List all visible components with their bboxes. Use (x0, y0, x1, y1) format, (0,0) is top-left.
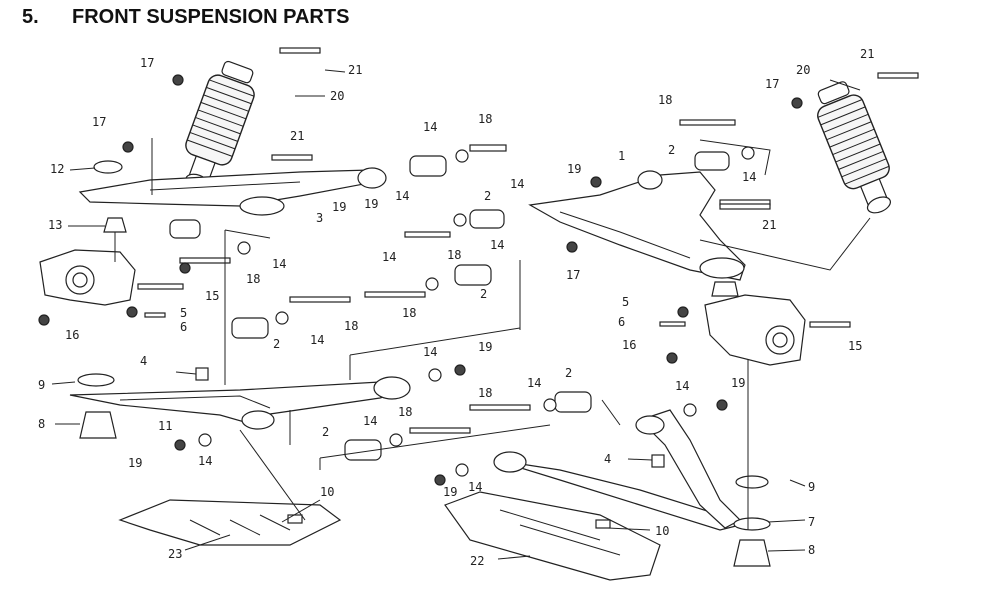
guide-lines (151, 138, 871, 530)
callout-label: 18 (344, 319, 358, 333)
callout-label: 15 (205, 289, 219, 303)
callout-label: 19 (364, 197, 378, 211)
callout-label: 20 (796, 63, 810, 77)
callout-label: 19 (567, 162, 581, 176)
callout-label: 14 (198, 454, 212, 468)
callout-label: 9 (808, 480, 815, 494)
callout-label: 14 (363, 414, 377, 428)
callout-label: 20 (330, 89, 344, 103)
callout-label: 16 (65, 328, 79, 342)
callout-label: 10 (655, 524, 669, 538)
callout-label: 14 (742, 170, 756, 184)
section-title: FRONT SUSPENSION PARTS (72, 6, 350, 28)
callout-label: 18 (246, 272, 260, 286)
callout-label: 19 (128, 456, 142, 470)
left-steering-knuckle (39, 217, 136, 306)
callout-label: 22 (470, 554, 484, 568)
callout-label: 21 (860, 47, 874, 61)
callout-label: 2 (273, 337, 280, 351)
left-shock-absorber (185, 60, 255, 191)
callout-label: 17 (92, 115, 106, 129)
callout-label: 18 (478, 112, 492, 126)
callout-label: 5 (180, 306, 187, 320)
callout-label: 5 (622, 295, 629, 309)
section-number: 5. (22, 6, 39, 28)
callout-label: 23 (168, 547, 182, 561)
callout-label: 21 (762, 218, 776, 232)
callout-label: 7 (808, 515, 815, 529)
callout-label: 14 (310, 333, 324, 347)
upper-right-arm (528, 170, 746, 281)
callout-label: 18 (478, 386, 492, 400)
callout-label: 8 (38, 417, 45, 431)
callout-label: 14 (675, 379, 689, 393)
left-arm-guard (118, 499, 342, 546)
callout-label: 19 (478, 340, 492, 354)
right-shock-absorber (817, 81, 891, 214)
callout-label: 13 (48, 218, 62, 232)
callout-label: 18 (447, 248, 461, 262)
lower-left-arm (69, 376, 411, 430)
callout-label: 14 (468, 480, 482, 494)
callout-label: 18 (658, 93, 672, 107)
callout-label: 2 (565, 366, 572, 380)
callout-label: 17 (140, 56, 154, 70)
callout-label: 4 (604, 452, 611, 466)
callout-label: 12 (50, 162, 64, 176)
leader-lines (51, 69, 861, 560)
callout-label: 4 (140, 354, 147, 368)
callout-label: 2 (322, 425, 329, 439)
callout-label: 6 (180, 320, 187, 334)
callout-label: 15 (848, 339, 862, 353)
right-steering-knuckle (704, 281, 806, 366)
upper-left-arm (78, 167, 387, 216)
callout-label: 14 (490, 238, 504, 252)
right-arm-guard (444, 491, 661, 581)
callout-label: 3 (316, 211, 323, 225)
lower-right-arm (493, 409, 742, 531)
callout-labels: 17 21 20 17 21 12 13 14 18 15 5 6 16 3 1… (38, 47, 874, 568)
section-heading: 5. FRONT SUSPENSION PARTS (22, 6, 349, 29)
callout-label: 8 (808, 543, 815, 557)
callout-label: 14 (510, 177, 524, 191)
callout-label: 14 (272, 257, 286, 271)
callout-label: 14 (382, 250, 396, 264)
callout-label: 2 (484, 189, 491, 203)
callout-label: 10 (320, 485, 334, 499)
callout-label: 18 (402, 306, 416, 320)
callout-label: 11 (158, 419, 172, 433)
callout-label: 14 (527, 376, 541, 390)
callout-label: 14 (423, 120, 437, 134)
callout-label: 1 (618, 149, 625, 163)
callout-label: 19 (443, 485, 457, 499)
bushings-and-fasteners (38, 47, 919, 567)
callout-label: 21 (290, 129, 304, 143)
callout-label: 16 (622, 338, 636, 352)
callout-label: 2 (480, 287, 487, 301)
callout-label: 14 (395, 189, 409, 203)
callout-label: 9 (38, 378, 45, 392)
callout-label: 18 (398, 405, 412, 419)
callout-label: 6 (618, 315, 625, 329)
callout-label: 17 (765, 77, 779, 91)
callout-label: 19 (731, 376, 745, 390)
callout-label: 14 (423, 345, 437, 359)
callout-label: 19 (332, 200, 346, 214)
callout-label: 17 (566, 268, 580, 282)
callout-label: 2 (668, 143, 675, 157)
callout-label: 21 (348, 63, 362, 77)
